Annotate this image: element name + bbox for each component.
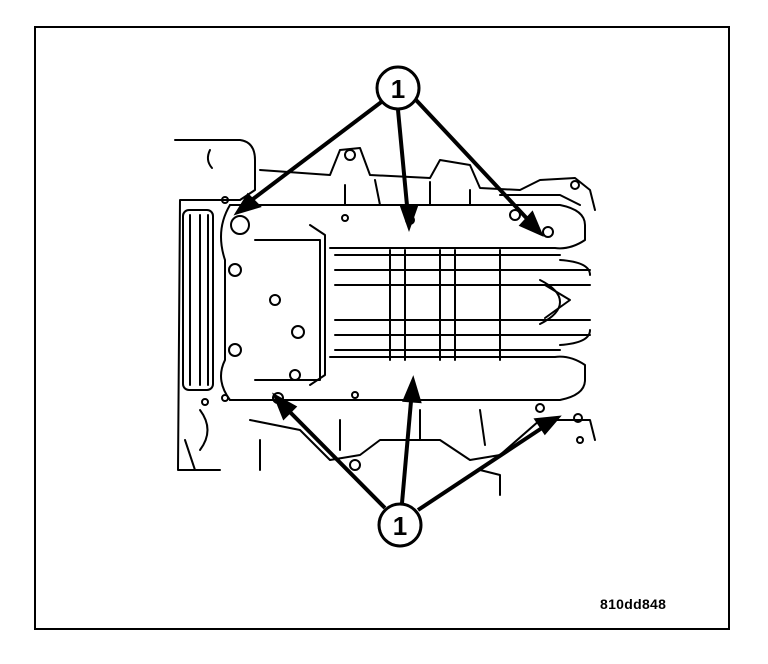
callout-bottom-circle <box>377 502 423 548</box>
upper-rail <box>229 204 586 250</box>
timing-chain <box>182 209 214 391</box>
callout-bottom-label: 1 <box>393 511 407 541</box>
front-cover-outline <box>174 139 256 471</box>
lower-rail <box>229 355 586 401</box>
callout-bottom: 1 <box>377 502 423 548</box>
callout-leaders <box>233 98 562 512</box>
figure-code: 810dd848 <box>600 596 667 612</box>
callout-top: 1 <box>375 65 421 111</box>
callout-top-circle <box>375 65 421 111</box>
callout-top-label: 1 <box>391 74 405 104</box>
